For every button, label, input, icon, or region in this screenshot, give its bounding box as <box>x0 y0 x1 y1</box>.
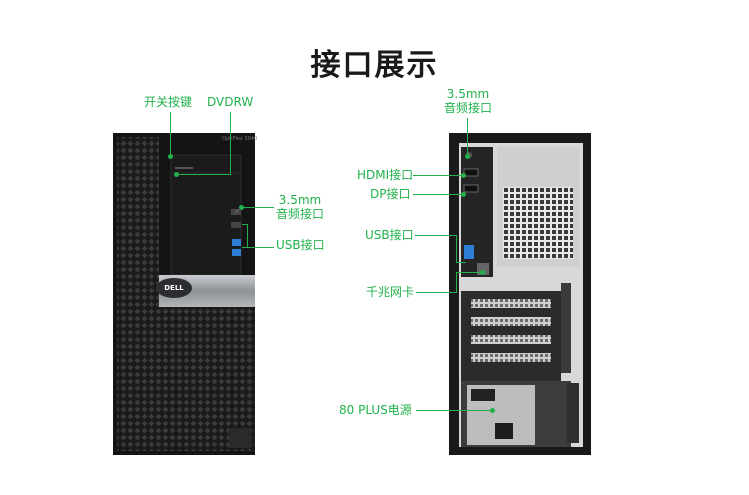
label-front-audio-line2: 音频接口 <box>276 207 325 221</box>
leader-dvdrw-h <box>176 174 231 175</box>
label-dvdrw: DVDRW <box>207 95 254 109</box>
leader-front-audio <box>242 207 274 208</box>
marker-psu <box>490 408 495 413</box>
leader-back-usb-end <box>456 262 466 263</box>
marker-back-audio <box>465 154 470 159</box>
marker-nic <box>480 270 485 275</box>
dell-logo: DELL <box>156 278 192 298</box>
label-back-audio-line2: 音频接口 <box>444 101 493 115</box>
label-back-usb: USB接口 <box>365 228 414 242</box>
label-back-audio-line1: 3.5mm <box>446 87 490 101</box>
label-power-button: 开关按键 <box>144 95 193 109</box>
label-psu: 80 PLUS电源 <box>339 403 412 417</box>
leader-front-usb-bottom <box>242 247 274 248</box>
leader-front-usb-v <box>247 224 248 248</box>
leader-front-usb-top <box>242 224 248 225</box>
leader-dp <box>413 194 463 195</box>
dell-logo-text: DELL <box>164 284 184 292</box>
leader-nic-top <box>456 272 482 273</box>
label-front-audio-line1: 3.5mm <box>278 193 322 207</box>
leader-hdmi <box>413 175 463 176</box>
marker-hdmi <box>461 173 466 178</box>
label-dp: DP接口 <box>370 187 411 201</box>
front-view-pc-tower <box>113 133 255 455</box>
back-view-pc-tower <box>449 133 591 455</box>
leader-nic-v <box>456 272 457 293</box>
label-nic: 千兆网卡 <box>366 285 415 299</box>
marker-dvdrw <box>174 172 179 177</box>
marker-dp <box>461 192 466 197</box>
leader-nic-h <box>416 292 456 293</box>
leader-back-usb-h <box>415 235 457 236</box>
page-title: 接口展示 <box>310 48 439 83</box>
label-front-usb: USB接口 <box>276 238 325 252</box>
leader-psu <box>416 410 492 411</box>
front-model-label: OptiPlex 3040 <box>222 136 258 142</box>
marker-power-button <box>168 154 173 159</box>
marker-front-audio <box>239 205 244 210</box>
leader-power-button <box>170 112 171 156</box>
leader-back-audio <box>467 118 468 156</box>
leader-back-usb-v <box>456 235 457 263</box>
leader-dvdrw-v <box>230 112 231 174</box>
label-hdmi: HDMI接口 <box>357 168 414 182</box>
